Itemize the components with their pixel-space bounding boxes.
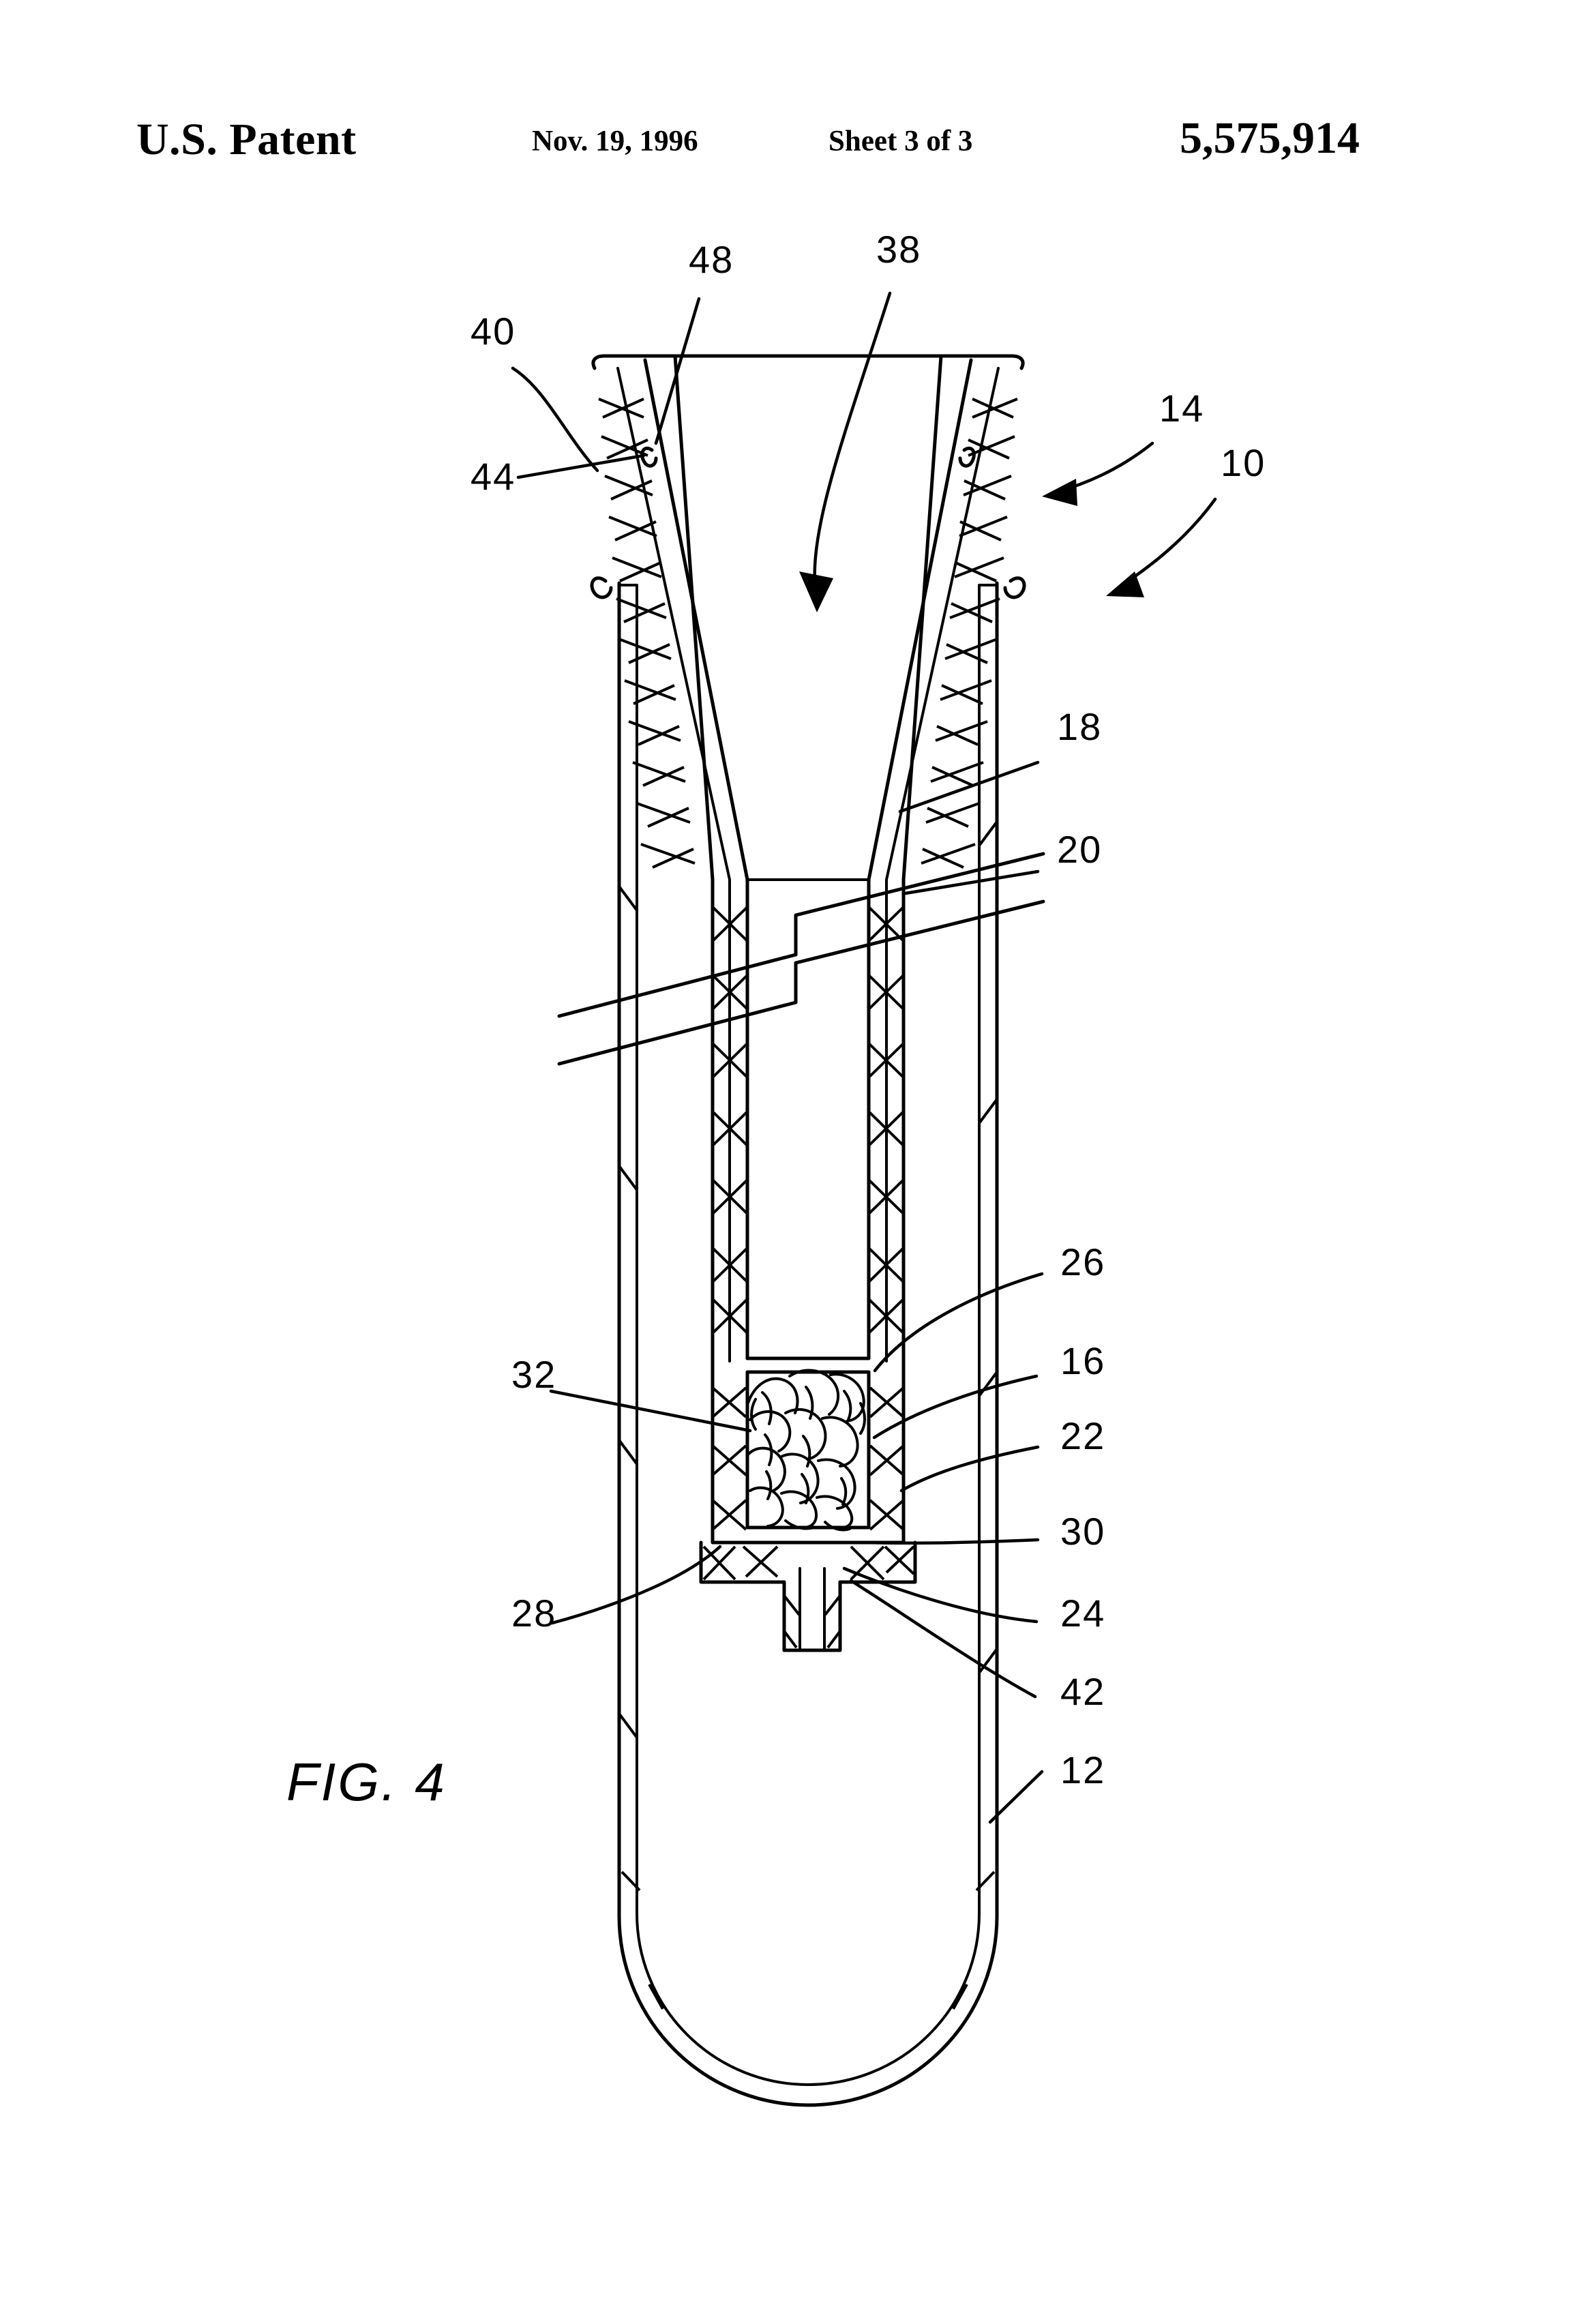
leader-12 — [988, 1770, 1044, 1824]
leader-16 — [872, 1374, 1039, 1440]
ref-numeral-10: 10 — [1221, 441, 1266, 484]
leader-40 — [511, 366, 599, 473]
fibrous-filter-material — [746, 1369, 866, 1532]
ref-numeral-22: 22 — [1060, 1414, 1105, 1457]
ref-numeral-20: 20 — [1057, 828, 1102, 871]
leader-24 — [842, 1566, 1039, 1624]
ref-numeral-24: 24 — [1060, 1592, 1105, 1635]
ref-numeral-30: 30 — [1060, 1510, 1105, 1553]
patent-office-label: U.S. Patent — [136, 115, 357, 164]
filter-holder — [699, 1356, 917, 1652]
leader-32 — [549, 1389, 752, 1433]
patent-date: Nov. 19, 1996 — [532, 125, 698, 158]
funnel-wall-right — [867, 354, 1026, 1366]
leader-44 — [516, 453, 646, 479]
leader-48 — [654, 297, 701, 445]
leader-28 — [550, 1545, 722, 1625]
ref-numeral-48: 48 — [689, 238, 734, 281]
leader-26 — [873, 1272, 1044, 1373]
sheet-number: Sheet 3 of 3 — [829, 125, 973, 158]
ref-numeral-38: 38 — [876, 228, 921, 271]
figure-caption: FIG. 4 — [286, 1752, 447, 1812]
leader-38-flow-arrow — [799, 291, 892, 612]
ref-numeral-32: 32 — [511, 1353, 556, 1396]
ref-numeral-40: 40 — [471, 310, 516, 353]
ref-numeral-16: 16 — [1060, 1339, 1105, 1382]
patent-number: 5,575,914 — [1180, 113, 1360, 163]
leader-10-arrow — [1106, 497, 1217, 597]
ref-numeral-14: 14 — [1159, 387, 1204, 430]
leader-18 — [898, 760, 1040, 814]
ref-numeral-12: 12 — [1060, 1748, 1105, 1791]
ref-numeral-28: 28 — [511, 1592, 556, 1635]
patent-header: U.S. Patent Nov. 19, 1996 Sheet 3 of 3 5… — [0, 0, 1582, 205]
leader-14-arrow — [1042, 441, 1154, 506]
leader-42 — [849, 1579, 1037, 1699]
ref-numeral-18: 18 — [1057, 705, 1102, 748]
ref-numeral-44: 44 — [471, 455, 516, 498]
test-tube-outline — [617, 581, 999, 2107]
ref-numeral-26: 26 — [1060, 1240, 1105, 1283]
leader-20 — [904, 869, 1040, 895]
break-line — [557, 852, 1045, 1066]
funnel-wall-left — [590, 354, 749, 1366]
ref-numeral-42: 42 — [1060, 1670, 1105, 1713]
leader-30 — [865, 1538, 1040, 1545]
leader-22 — [899, 1445, 1040, 1493]
